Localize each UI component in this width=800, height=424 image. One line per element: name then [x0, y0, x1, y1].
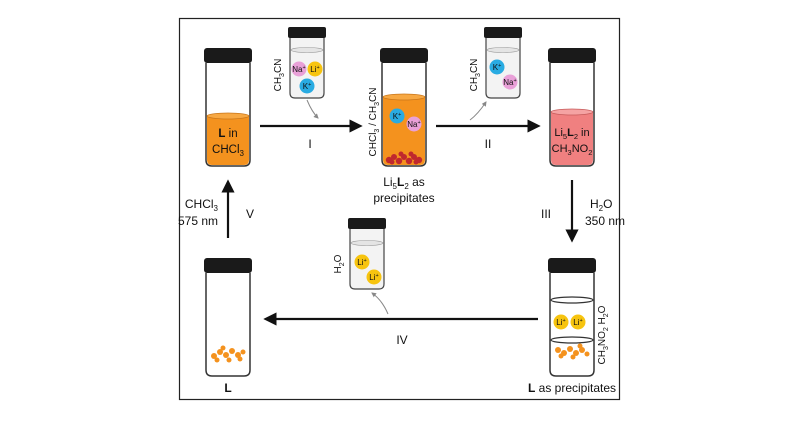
- vial-L-in-chcl3: L in CHCl3: [204, 48, 252, 167]
- orange-solid: [211, 345, 246, 363]
- small-vial-acetonitrile-ions: Na+ Li+ K+ CH3CN: [273, 27, 326, 119]
- step-III-condition-wavelength: 350 nm: [585, 214, 625, 228]
- s2-transfer-arrow: [469, 101, 487, 121]
- solution-meniscus: [550, 108, 594, 116]
- svg-text:Na+: Na+: [292, 65, 305, 74]
- vial1-label-line1: L in: [218, 128, 237, 140]
- solution-meniscus: [382, 93, 426, 101]
- step-V-condition-wavelength: 575 nm: [178, 214, 218, 228]
- vial-solution-pink: [551, 112, 593, 165]
- svg-text:Li+: Li+: [357, 258, 366, 267]
- small-vial-body: [289, 38, 325, 99]
- vial-L-solid: L: [204, 258, 252, 395]
- li-ion: [366, 269, 382, 285]
- small-vial-meniscus: [486, 47, 520, 53]
- step-V-label: V: [246, 207, 254, 221]
- small-vial-water-li: Li+ Li+ H2O: [333, 218, 389, 315]
- svg-text:K+: K+: [393, 112, 402, 121]
- vial-li5l2-in-nitromethane: Li5L2 in CH3NO2: [548, 48, 596, 167]
- na-ion: [291, 61, 307, 77]
- v5-caption: L: [224, 381, 231, 395]
- red-precipitate: [385, 151, 423, 165]
- solution-meniscus: [206, 112, 250, 120]
- vial-cap: [204, 258, 252, 273]
- svg-text:Li+: Li+: [310, 65, 319, 74]
- svg-text:Na+: Na+: [407, 120, 420, 129]
- upper-phase-meniscus: [550, 296, 594, 304]
- vial-cap: [380, 48, 428, 63]
- step-II-label: II: [485, 137, 492, 151]
- na-ion: [406, 116, 422, 132]
- step-IV-label: IV: [396, 333, 407, 347]
- small-vial-acetonitrile-k-na: K+ Na+ CH3CN: [469, 27, 522, 121]
- vial1-label-line2: CHCl3: [212, 144, 244, 158]
- k-ion: [299, 78, 315, 94]
- vial-body: [205, 273, 251, 377]
- vial-cap: [204, 48, 252, 63]
- vial-solution-orange: [207, 116, 249, 165]
- orange-precipitate: [555, 343, 590, 360]
- vial3-label-line1: Li5L2 in: [554, 127, 589, 141]
- v2-solvent-label: CHCl3 / CH3CN: [368, 88, 381, 157]
- na-ion: [502, 74, 518, 90]
- s1-solvent-label: CH3CN: [273, 59, 286, 92]
- phase-boundary: [550, 336, 594, 344]
- small-vial-meniscus: [350, 240, 384, 246]
- vial3-label-line2: CH3NO2: [552, 143, 593, 157]
- s1-transfer-arrow: [306, 99, 319, 119]
- vial-cap: [548, 48, 596, 63]
- k-ion: [489, 59, 505, 75]
- s3-solvent-label: H2O: [333, 254, 346, 273]
- small-vial-cap: [288, 27, 326, 38]
- svg-text:Na+: Na+: [503, 78, 516, 87]
- small-vial-meniscus: [290, 47, 324, 53]
- step-V-condition-solvent: CHCl3: [185, 197, 219, 213]
- li-ion: [570, 314, 586, 330]
- small-vial-cap: [348, 218, 386, 229]
- v4-solvent-label: CH3NO2 H2O: [597, 305, 610, 364]
- step-I-label: I: [308, 137, 311, 151]
- step-III-label: III: [541, 207, 551, 221]
- vial-cap: [548, 258, 596, 273]
- svg-text:Li+: Li+: [556, 318, 565, 327]
- small-vial-cap: [484, 27, 522, 38]
- svg-text:Li+: Li+: [369, 273, 378, 282]
- step-III-condition-water: H2O: [590, 197, 612, 213]
- k-ion: [389, 108, 405, 124]
- frame-border: [178, 17, 621, 401]
- svg-text:K+: K+: [303, 82, 312, 91]
- svg-text:Li+: Li+: [573, 318, 582, 327]
- s3-transfer-arrow: [371, 292, 389, 315]
- vial-biphasic-precipitate: Li+ Li+ CH3NO2 H2O L as precipitates: [528, 258, 616, 395]
- li-ion: [553, 314, 569, 330]
- v4-caption: L as precipitates: [528, 381, 616, 395]
- s2-solvent-label: CH3CN: [469, 59, 482, 92]
- v2-caption-line2: precipitates: [373, 191, 434, 205]
- li-ion: [354, 254, 370, 270]
- vial-mixed-solvent-precipitate: K+ Na+ CHCl3 / CH3CN Li5L2 as precipitat…: [368, 48, 435, 205]
- li-ion: [307, 61, 323, 77]
- svg-text:K+: K+: [493, 63, 502, 72]
- v2-caption-line1: Li5L2 as: [383, 175, 425, 191]
